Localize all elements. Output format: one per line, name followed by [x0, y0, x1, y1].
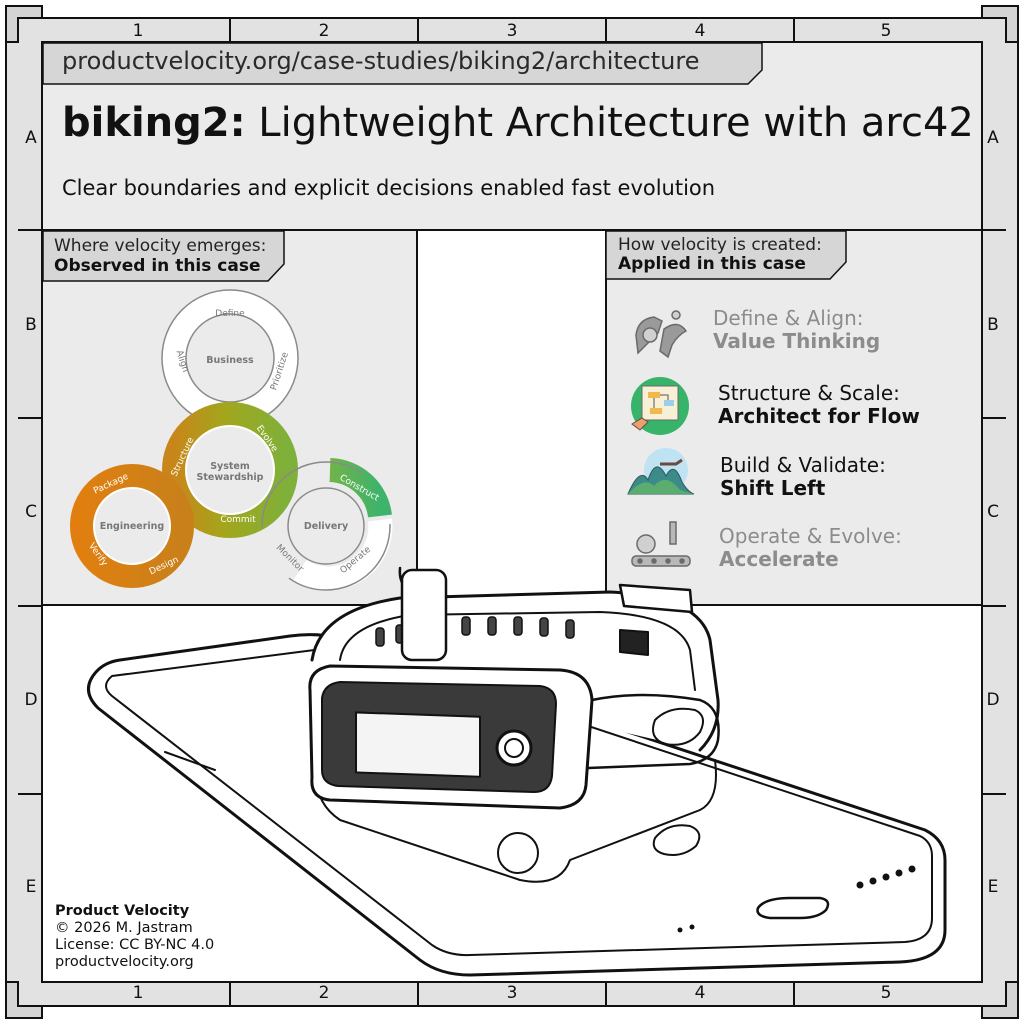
row-label: C [25, 502, 37, 522]
practice-item-value-thinking: Define & Align: Value Thinking [713, 307, 880, 353]
practice-value: Architect for Flow [718, 404, 920, 428]
column-label: 5 [880, 983, 892, 1003]
column-label: 4 [694, 21, 706, 41]
row-label: C [987, 502, 999, 522]
practice-value: Accelerate [719, 547, 839, 571]
engineering-segment-label: Package [92, 472, 130, 497]
left-tab-heading: Observed in this case [54, 256, 261, 276]
system-center-label-1: System [210, 461, 250, 472]
site-link[interactable]: productvelocity.org [55, 954, 194, 970]
column-label: 4 [694, 983, 706, 1003]
architect-flow-icon [631, 377, 689, 435]
system-segment-label: Commit [220, 515, 256, 525]
delivery-segment-label: Operate [338, 545, 373, 576]
row-label: E [25, 877, 37, 897]
delivery-segment-label: Construct [338, 473, 381, 504]
column-label: 2 [318, 983, 330, 1003]
row-label: D [24, 690, 38, 710]
delivery-segment-label: Monitor [274, 543, 305, 574]
practice-item-architect-for-flow: Structure & Scale: Architect for Flow [718, 382, 920, 428]
title-project: biking2: [62, 100, 246, 146]
business-segment-label: Define [215, 309, 245, 319]
copyright-text: © 2026 M. Jastram [55, 920, 193, 936]
engineering-center-label: Engineering [100, 521, 164, 532]
practice-label: Build & Validate: [720, 453, 886, 477]
business-center-label: Business [206, 355, 254, 366]
column-label: 3 [506, 983, 518, 1003]
system-center-label-2: Stewardship [197, 472, 264, 483]
practice-value: Value Thinking [713, 329, 881, 353]
row-label: A [987, 128, 999, 148]
practice-value: Shift Left [720, 476, 826, 500]
right-tab-heading: Applied in this case [618, 254, 806, 274]
practice-item-shift-left: Build & Validate: Shift Left [720, 454, 886, 500]
velocity-cycle-diagram [70, 289, 393, 591]
license-text: License: CC BY-NC 4.0 [55, 937, 215, 953]
page-url-link[interactable]: productvelocity.org/case-studies/biking2… [62, 47, 700, 75]
column-label: 1 [132, 983, 144, 1003]
delivery-center-label: Delivery [304, 521, 349, 532]
corner-brackets [5, 5, 1019, 1019]
engineering-segment-label: Design [148, 555, 180, 577]
practice-label: Operate & Evolve: [719, 524, 902, 548]
row-label: E [987, 877, 999, 897]
engineering-segment-label: Verify [86, 542, 109, 569]
column-label: 2 [318, 21, 330, 41]
practice-item-accelerate: Operate & Evolve: Accelerate [719, 525, 902, 571]
business-segment-label: Prioritize [269, 351, 291, 392]
business-segment-label: Align [174, 349, 190, 374]
fitness-tracker-illustration [87, 566, 947, 977]
row-label: D [986, 690, 1000, 710]
row-label: A [25, 128, 37, 148]
page-title: biking2: Lightweight Architecture with a… [62, 100, 974, 146]
practice-label: Structure & Scale: [718, 381, 900, 405]
accelerate-icon [631, 521, 691, 567]
system-segment-label: Structure [170, 436, 197, 479]
credits-block: Product Velocity © 2026 M. Jastram Licen… [55, 903, 214, 971]
system-segment-label: Evolve [254, 424, 280, 455]
brand-name: Product Velocity [55, 903, 190, 919]
value-thinking-icon [635, 310, 688, 359]
row-label: B [25, 315, 37, 335]
right-tab-label: How velocity is created: [618, 235, 822, 255]
page-subtitle: Clear boundaries and explicit decisions … [62, 176, 716, 200]
shift-left-icon [627, 448, 695, 495]
column-label: 1 [132, 21, 144, 41]
column-label: 3 [506, 21, 518, 41]
practice-label: Define & Align: [713, 306, 864, 330]
title-text: Lightweight Architecture with arc42 [245, 100, 974, 146]
row-label: B [987, 315, 999, 335]
column-label: 5 [880, 21, 892, 41]
left-tab-label: Where velocity emerges: [54, 236, 267, 256]
